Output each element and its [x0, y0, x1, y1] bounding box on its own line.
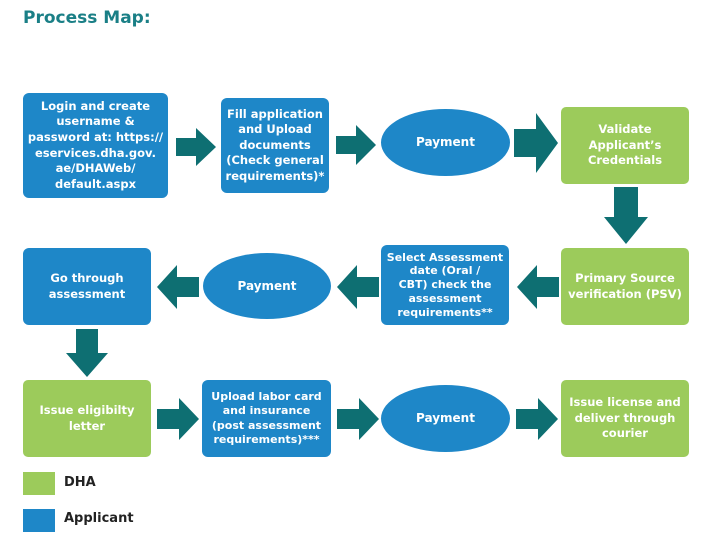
- arrow-right-6: [516, 398, 558, 440]
- select-assessment-step: Select Assessment date (Oral / CBT) chec…: [381, 245, 509, 325]
- arrow-left-3: [157, 265, 199, 309]
- arrow-right-4: [157, 398, 199, 440]
- arrow-left-1: [517, 265, 559, 309]
- page-title: Process Map:: [23, 8, 151, 28]
- legend-swatch-dha: [23, 472, 55, 495]
- arrow-right-1: [176, 128, 216, 166]
- validate-credentials-step: Validate Applicant’s Credentials: [561, 107, 689, 184]
- arrow-right-3: [514, 113, 558, 173]
- arrow-down-2: [66, 329, 108, 377]
- arrow-right-2: [336, 125, 376, 165]
- upload-labor-card-step: Upload labor card and insurance (post as…: [202, 380, 331, 457]
- fill-application-step: Fill application and Upload documents (C…: [221, 98, 329, 193]
- payment-oval-1: Payment: [381, 109, 510, 176]
- arrow-right-5: [337, 398, 379, 440]
- arrow-left-2: [337, 265, 379, 309]
- issue-license-step: Issue license and deliver through courie…: [561, 380, 689, 457]
- login-step: Login and create username & password at:…: [23, 93, 168, 198]
- primary-source-verification-step: Primary Source verification (PSV): [561, 248, 689, 325]
- issue-eligibility-step: Issue eligibilty letter: [23, 380, 151, 457]
- payment-oval-3: Payment: [381, 385, 510, 452]
- arrow-down-1: [604, 187, 648, 244]
- legend-label-dha: DHA: [64, 475, 96, 490]
- legend-swatch-applicant: [23, 509, 55, 532]
- go-through-assessment-step: Go through assessment: [23, 248, 151, 325]
- legend-label-applicant: Applicant: [64, 511, 134, 526]
- payment-oval-2: Payment: [203, 253, 331, 319]
